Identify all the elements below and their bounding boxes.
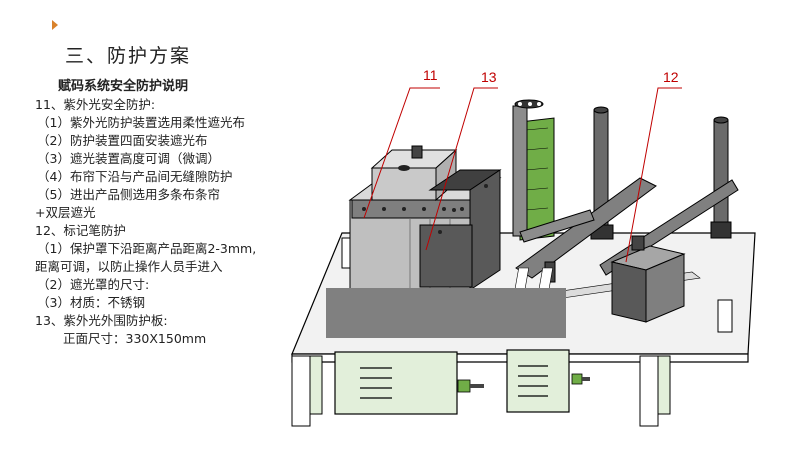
table-leg — [309, 355, 323, 415]
control-cabinet — [506, 349, 570, 413]
text-line: 正面尺寸：330X150mm — [63, 331, 207, 346]
slide-subtitle: 赋码系统安全防护说明 — [58, 79, 189, 94]
text-line: （2）防护装置四面安装遮光布 — [37, 133, 208, 148]
text-line: （2）遮光罩的尺寸: — [37, 277, 150, 292]
table-leg — [639, 355, 659, 427]
text-line: +双层遮光 — [35, 205, 96, 220]
callout-label-13: 13 — [481, 69, 497, 85]
text-line: （4）布帘下沿与产品间无缝隙防护 — [37, 169, 233, 184]
marker-pen-guard — [419, 224, 473, 288]
text-line: 距离可调，以防止操作人员手进入 — [35, 259, 223, 274]
cabinet-knob-icon — [457, 379, 471, 393]
text-line: （1）紫外光防护装置选用柔性遮光布 — [37, 115, 245, 130]
table-leg — [291, 355, 311, 427]
callout-label-12: 12 — [663, 69, 679, 85]
callout-leader — [625, 87, 682, 263]
text-line: （3）材质：不锈钢 — [37, 295, 145, 310]
support-beam — [599, 179, 739, 276]
callout-leader — [363, 87, 440, 219]
text-line: （3）遮光装置高度可调（微调） — [37, 151, 220, 166]
text-line: 11、紫外光安全防护: — [35, 97, 156, 112]
protection-description: 11、紫外光安全防护: （1）紫外光防护装置选用柔性遮光布 （2）防护装置四面安… — [35, 96, 335, 348]
callout-leader — [425, 87, 498, 251]
text-line: （1）保护罩下沿距离产品距离2-3mm, — [37, 241, 257, 256]
control-cabinet — [334, 351, 458, 415]
vertical-post — [512, 105, 528, 237]
text-line: （5）进出产品侧选用多条布条帘 — [37, 187, 220, 202]
text-line: 13、紫外光外围防护板: — [35, 313, 168, 328]
vertical-post — [713, 119, 729, 231]
text-line: 12、标记笔防护 — [35, 223, 126, 238]
slide-marker-icon — [52, 20, 58, 30]
protection-equipment-diagram: 11 13 12 — [291, 67, 756, 427]
cabinet-knob-icon — [571, 373, 583, 385]
callout-label-11: 11 — [423, 67, 438, 83]
table-leg — [657, 355, 671, 415]
slide-title: 三、防护方案 — [65, 45, 192, 67]
marker-pen-shield — [611, 261, 647, 323]
table-leg — [717, 299, 733, 333]
front-protection-board — [326, 288, 566, 338]
